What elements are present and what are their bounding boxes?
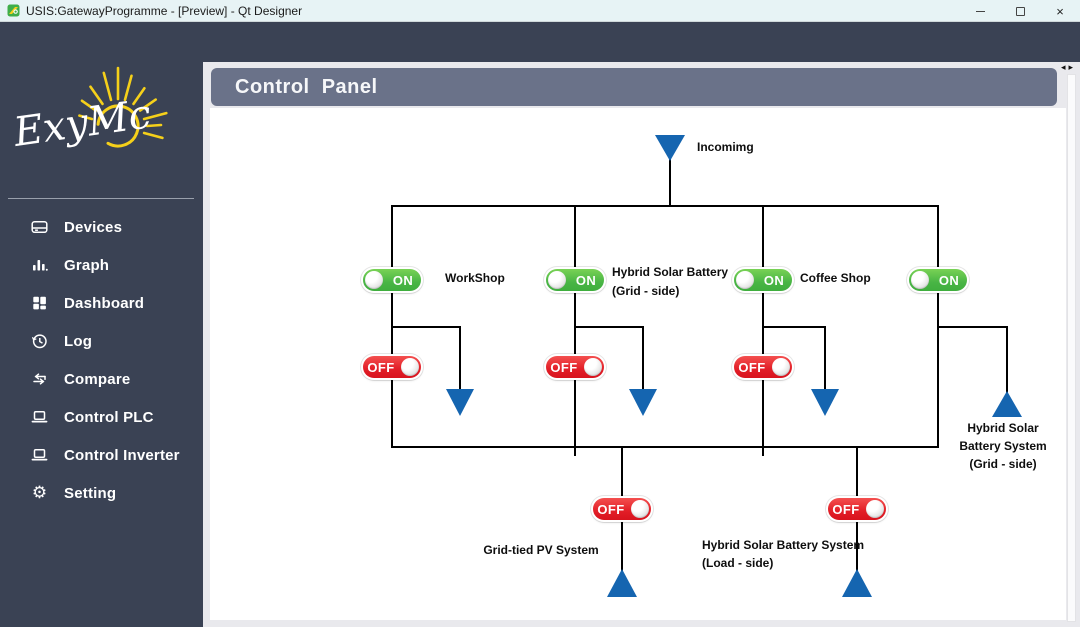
vertical-scrollbar[interactable] — [1067, 74, 1076, 622]
switch-hybrid-load-off[interactable]: OFF — [828, 498, 886, 520]
sidebar-item-devices[interactable]: Devices — [0, 208, 203, 246]
close-icon: × — [1056, 3, 1064, 19]
sidebar-menu: Devices Graph — [0, 208, 203, 512]
toggle-knob — [584, 358, 602, 376]
laptop-icon — [30, 408, 49, 426]
sidebar-item-graph[interactable]: Graph — [0, 246, 203, 284]
compare-icon — [30, 370, 49, 388]
switch-pv-system-off[interactable]: OFF — [593, 498, 651, 520]
graph-icon — [30, 256, 49, 274]
sidebar-item-dashboard[interactable]: Dashboard — [0, 284, 203, 322]
sidebar-item-label: Control PLC — [64, 408, 154, 426]
sidebar-divider — [8, 198, 194, 199]
maximize-icon — [1015, 6, 1025, 16]
hybrid-right-label-2: Battery System — [959, 439, 1047, 453]
window-title: USIS:GatewayProgramme - [Preview] - Qt D… — [26, 3, 303, 18]
toggle-knob — [772, 358, 790, 376]
maximize-button[interactable] — [1000, 0, 1040, 22]
scroll-right-icon[interactable]: ▸ — [1068, 63, 1076, 73]
sidebar-item-label: Dashboard — [64, 294, 145, 312]
logo-text: ExyMc — [10, 91, 154, 156]
sidebar-item-label: Control Inverter — [64, 446, 180, 464]
sidebar-item-log[interactable]: Log — [0, 322, 203, 360]
sidebar-item-label: Graph — [64, 256, 110, 274]
log-icon — [30, 332, 49, 350]
coffee-shop-label: Coffee Shop — [800, 271, 871, 285]
diagram-panel — [210, 108, 1066, 620]
minimize-button[interactable] — [960, 0, 1000, 22]
devices-icon — [30, 218, 49, 236]
laptop-icon — [30, 446, 49, 464]
sidebar: ExyMc Devices — [0, 22, 203, 627]
hybrid-load-label-2: (Load - side) — [702, 556, 774, 570]
close-button[interactable]: × — [1040, 0, 1080, 22]
toggle-knob — [548, 271, 566, 289]
titlebar: USIS:GatewayProgramme - [Preview] - Qt D… — [0, 0, 1080, 22]
hybrid-load-label-1: Hybrid Solar Battery System — [702, 538, 865, 552]
switch-workshop-alt-off[interactable]: OFF — [363, 356, 421, 378]
toggle-knob — [365, 271, 383, 289]
sidebar-item-compare[interactable]: Compare — [0, 360, 203, 398]
sidebar-item-label: Setting — [64, 484, 117, 502]
switch-workshop-on[interactable]: ON — [363, 269, 421, 291]
scroll-left-icon[interactable]: ◂ — [1060, 63, 1069, 73]
switch-hybrid-grid-alt-off[interactable]: OFF — [546, 356, 604, 378]
page-title: Control Panel — [235, 75, 378, 98]
control-panel-header: Control Panel — [211, 68, 1057, 106]
toggle-knob — [911, 271, 929, 289]
sidebar-item-label: Log — [64, 332, 93, 350]
switch-hybrid-grid-on[interactable]: ON — [546, 269, 604, 291]
minimize-icon — [975, 10, 985, 12]
hybrid-right-label-3: (Grid - side) — [969, 457, 1037, 471]
pv-system-label: Grid-tied PV System — [483, 543, 599, 557]
toggle-knob — [736, 271, 754, 289]
hybrid-grid-label-2: (Grid - side) — [612, 284, 680, 298]
sidebar-item-setting[interactable]: ⚙ Setting — [0, 474, 203, 512]
toggle-knob — [401, 358, 419, 376]
switch-coffee-shop-on[interactable]: ON — [734, 269, 792, 291]
sidebar-item-control-plc[interactable]: Control PLC — [0, 398, 203, 436]
switch-hybrid-grid-system-on[interactable]: ON — [909, 269, 967, 291]
sidebar-item-label: Devices — [64, 218, 123, 236]
main-area: ◂▸ Control Panel — [203, 62, 1080, 627]
logo: ExyMc — [0, 22, 203, 187]
toggle-knob — [866, 500, 884, 518]
dashboard-icon — [30, 294, 49, 312]
workshop-label: WorkShop — [445, 271, 505, 285]
qt-designer-icon — [7, 4, 20, 17]
toggle-knob — [631, 500, 649, 518]
incoming-label: Incomimg — [697, 140, 754, 154]
sidebar-item-control-inverter[interactable]: Control Inverter — [0, 436, 203, 474]
hybrid-right-label-1: Hybrid Solar — [967, 421, 1039, 435]
sidebar-item-label: Compare — [64, 370, 131, 388]
gear-icon: ⚙ — [31, 482, 48, 503]
switch-coffee-shop-alt-off[interactable]: OFF — [734, 356, 792, 378]
scrollbar-arrows[interactable]: ◂▸ — [1061, 63, 1076, 73]
logo-sun-icon: ExyMc — [10, 66, 168, 156]
hybrid-grid-label-1: Hybrid Solar Battery — [612, 265, 729, 279]
